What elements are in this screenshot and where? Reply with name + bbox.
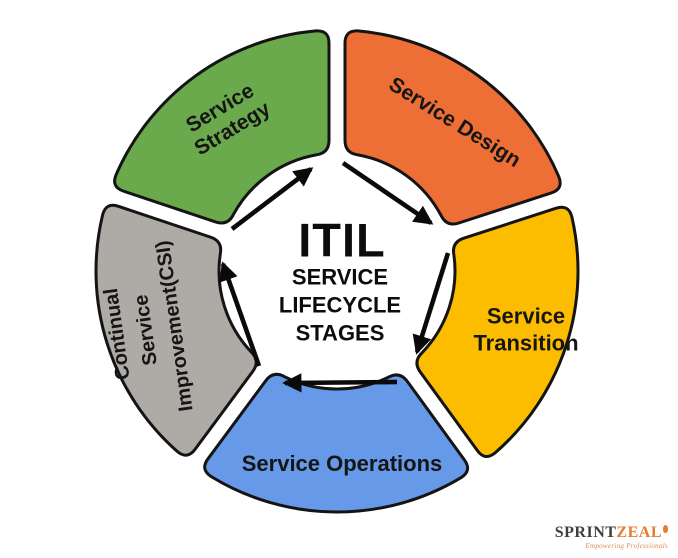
segment-service-operations — [203, 372, 470, 514]
center-subtitle-line-1: SERVICE — [292, 265, 388, 290]
segment-service-strategy — [113, 29, 331, 225]
arrow-strategy-to-design — [230, 167, 314, 231]
segment-continual-service-improvement — [94, 203, 258, 457]
cycle-arrows-layer — [219, 161, 451, 393]
logo-flame-icon — [663, 525, 668, 533]
logo-wordmark: SPRINTZEAL — [555, 525, 668, 541]
center-title: ITIL — [298, 214, 386, 267]
arrow-operations-to-csi — [282, 373, 398, 393]
logo-tagline: Empowering Professionals — [585, 542, 668, 550]
arrow-design-to-transition — [341, 161, 434, 225]
sprintzeal-logo: SPRINTZEAL Empowering Professionals — [555, 525, 668, 550]
logo-text-zeal: ZEAL — [616, 524, 662, 541]
label-service-operations: Service Operations — [242, 451, 443, 476]
arrow-csi-to-strategy — [219, 261, 262, 367]
logo-text-sprint: SPRINT — [554, 524, 617, 541]
center-subtitle-line-2: LIFECYCLE — [279, 293, 401, 318]
center-text-block: ITIL SERVICE LIFECYCLE STAGES — [279, 214, 401, 346]
segment-service-design — [343, 29, 562, 226]
arrow-transition-to-operations — [412, 252, 451, 355]
segment-service-transition — [415, 205, 580, 458]
center-subtitle-line-3: STAGES — [296, 321, 385, 346]
